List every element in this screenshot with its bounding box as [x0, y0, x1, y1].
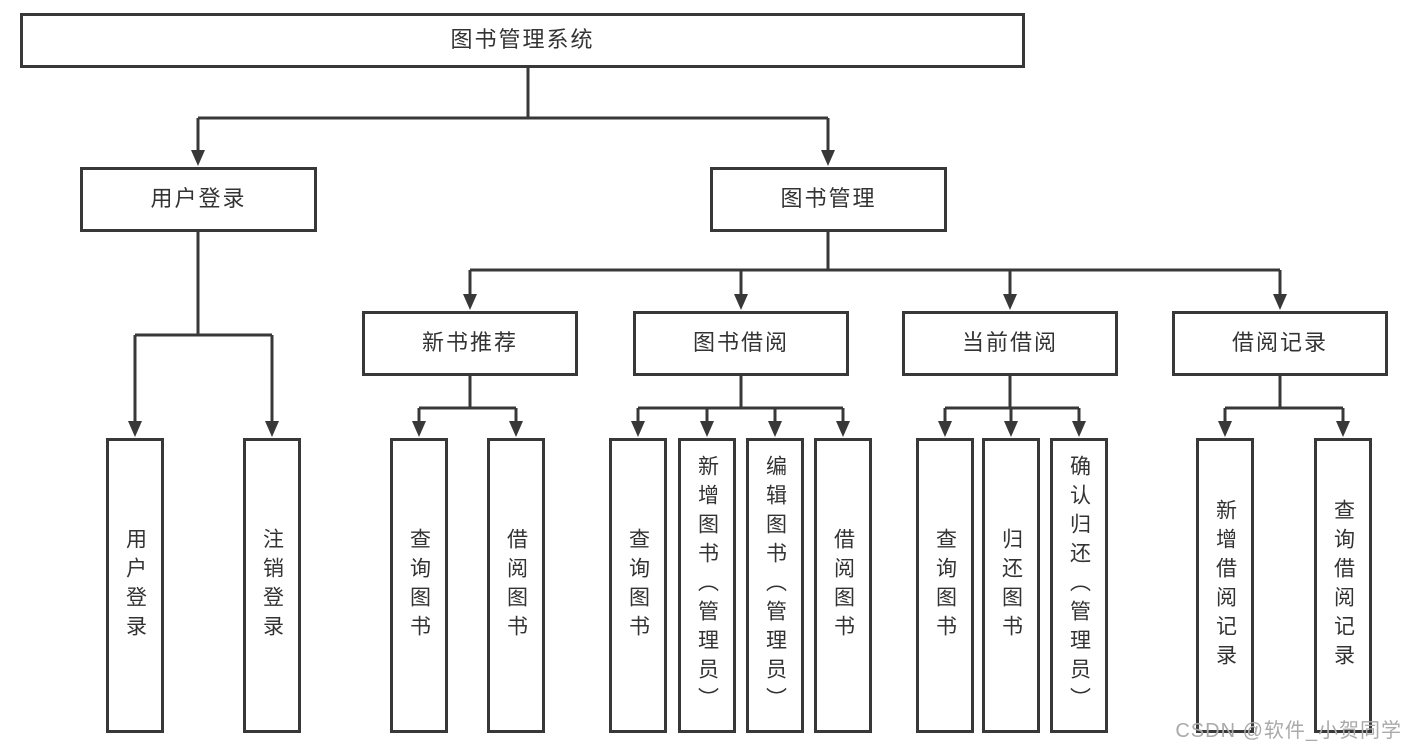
arrow-down-icon [412, 421, 426, 437]
node-leaf-borrow-books-2-label: 借阅图书 [831, 527, 855, 644]
arrow-down-icon [1273, 294, 1287, 310]
node-leaf-user-login: 用户登录 [106, 438, 164, 733]
node-leaf-logout-label: 注销登录 [260, 527, 284, 644]
node-leaf-query-books-2: 查询图书 [609, 438, 667, 733]
node-leaf-query-books-3-label: 查询图书 [933, 527, 957, 644]
node-leaf-query-borrow-record: 查询借阅记录 [1314, 438, 1372, 733]
arrow-down-icon [1336, 421, 1350, 437]
node-leaf-query-books-1-label: 查询图书 [407, 527, 431, 644]
node-leaf-confirm-return-admin-label: 确认归还（管理员） [1067, 455, 1091, 716]
arrow-down-icon [1004, 421, 1018, 437]
arrow-down-icon [191, 150, 205, 166]
node-leaf-return-book-label: 归还图书 [999, 527, 1023, 644]
node-leaf-edit-book-admin-label: 编辑图书（管理员） [763, 455, 787, 716]
node-leaf-add-borrow-record-label: 新增借阅记录 [1213, 498, 1237, 673]
node-new-book-recommend: 新书推荐 [362, 311, 578, 376]
node-leaf-query-borrow-record-label: 查询借阅记录 [1331, 498, 1355, 673]
arrow-down-icon [700, 421, 714, 437]
node-leaf-borrow-books-1-label: 借阅图书 [504, 527, 528, 644]
arrow-down-icon [509, 421, 523, 437]
node-leaf-add-borrow-record: 新增借阅记录 [1196, 438, 1254, 733]
node-leaf-logout: 注销登录 [243, 438, 301, 733]
node-leaf-query-books-3: 查询图书 [916, 438, 974, 733]
node-book-borrow: 图书借阅 [633, 311, 849, 376]
arrow-down-icon [1218, 421, 1232, 437]
node-leaf-borrow-books-1: 借阅图书 [487, 438, 545, 733]
arrow-down-icon [938, 421, 952, 437]
arrow-down-icon [821, 150, 835, 166]
node-current-borrow-label: 当前借阅 [961, 330, 1058, 356]
arrow-down-icon [1003, 294, 1017, 310]
node-current-borrow: 当前借阅 [902, 311, 1118, 376]
node-leaf-add-book-admin-label: 新增图书（管理员） [695, 455, 719, 716]
node-leaf-return-book: 归还图书 [982, 438, 1040, 733]
node-leaf-query-books-1: 查询图书 [390, 438, 448, 733]
node-book-management-label: 图书管理 [780, 186, 877, 212]
node-borrow-records: 借阅记录 [1172, 311, 1388, 376]
node-book-borrow-label: 图书借阅 [692, 330, 789, 356]
arrow-down-icon [768, 421, 782, 437]
arrow-down-icon [463, 294, 477, 310]
node-library-system-label: 图书管理系统 [450, 27, 595, 53]
node-library-system: 图书管理系统 [20, 13, 1025, 68]
node-leaf-user-login-label: 用户登录 [123, 527, 147, 644]
arrow-down-icon [631, 421, 645, 437]
node-user-login-label: 用户登录 [150, 186, 247, 212]
arrow-down-icon [265, 421, 279, 437]
arrow-down-icon [836, 421, 850, 437]
node-user-login: 用户登录 [80, 167, 317, 232]
arrow-down-icon [128, 421, 142, 437]
arrow-down-icon [1072, 421, 1086, 437]
node-leaf-confirm-return-admin: 确认归还（管理员） [1050, 438, 1108, 733]
arrow-down-icon [734, 294, 748, 310]
node-leaf-borrow-books-2: 借阅图书 [814, 438, 872, 733]
node-leaf-query-books-2-label: 查询图书 [626, 527, 650, 644]
node-new-book-recommend-label: 新书推荐 [421, 330, 518, 356]
csdn-watermark: CSDN @软件_小贺同学 [1175, 720, 1402, 742]
node-book-management: 图书管理 [710, 167, 947, 232]
node-leaf-edit-book-admin: 编辑图书（管理员） [746, 438, 804, 733]
node-borrow-records-label: 借阅记录 [1231, 330, 1328, 356]
node-leaf-add-book-admin: 新增图书（管理员） [678, 438, 736, 733]
